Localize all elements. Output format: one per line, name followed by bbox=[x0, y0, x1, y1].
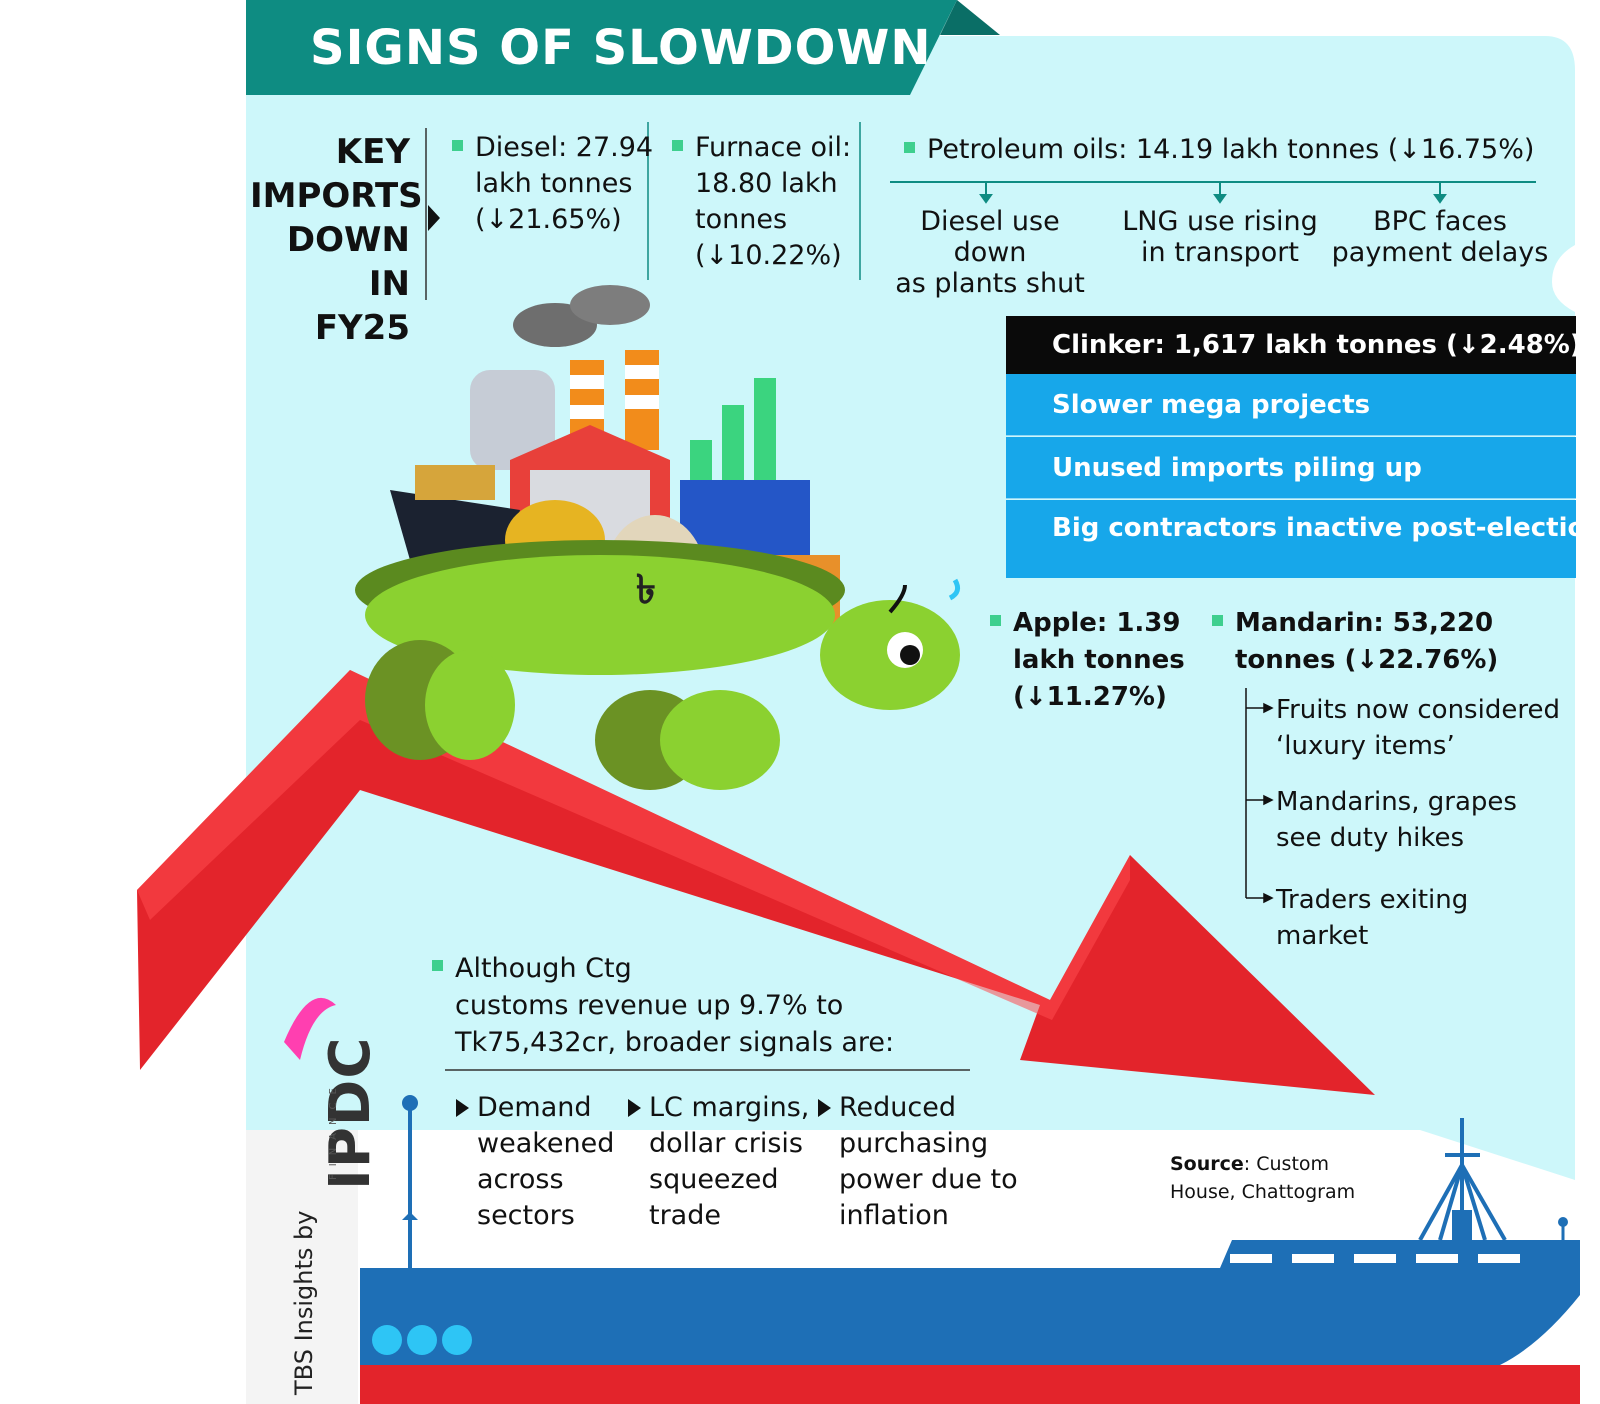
apple-stat: Apple: 1.39 lakh tonnes (↓11.27%) bbox=[990, 605, 1185, 716]
point-line: market bbox=[1276, 921, 1369, 951]
triangle-bullet-icon bbox=[818, 1099, 831, 1117]
petroleum-bracket-arrows bbox=[979, 182, 1447, 204]
point-line: Fruits now considered bbox=[1276, 695, 1560, 725]
cause-line: trade bbox=[649, 1200, 721, 1231]
stat-line: 18.80 lakh bbox=[695, 168, 838, 199]
petroleum-point: Diesel use down as plants shut bbox=[880, 206, 1100, 299]
pointer-triangle bbox=[428, 205, 440, 231]
taka-icon: ৳ bbox=[636, 567, 656, 613]
cause-line: dollar crisis bbox=[649, 1128, 803, 1159]
ship-deck-stripes bbox=[1230, 1254, 1520, 1263]
page-title: SIGNS OF SLOWDOWN bbox=[310, 20, 932, 76]
stat-line: Furnace oil: bbox=[695, 132, 852, 163]
stat-line: Mandarin: 53,220 bbox=[1235, 608, 1494, 638]
source-text: House, Chattogram bbox=[1170, 1181, 1356, 1203]
mandarin-point: Fruits now considered ‘luxury items’ bbox=[1276, 692, 1560, 764]
stat-line: lakh tonnes bbox=[1013, 645, 1185, 675]
mandarin-bracket bbox=[1245, 688, 1274, 904]
bullet-icon bbox=[452, 140, 463, 151]
title-banner bbox=[246, 0, 957, 95]
source-label: Source bbox=[1170, 1153, 1244, 1175]
cause-item: LC margins, dollar crisis squeezed trade bbox=[628, 1090, 809, 1234]
point-line: as plants shut bbox=[895, 268, 1085, 299]
bullet-icon bbox=[990, 615, 1001, 626]
bullet-icon bbox=[1212, 615, 1223, 626]
key-imports-label: KEY IMPORTS DOWN IN FY25 bbox=[250, 130, 423, 350]
point-line: Traders exiting bbox=[1276, 885, 1469, 915]
ship-crane bbox=[1418, 1118, 1507, 1241]
arrow-highlight bbox=[137, 670, 1130, 1020]
branding-text: TBS Insights by bbox=[290, 1210, 318, 1395]
key-line: DOWN IN bbox=[286, 220, 410, 304]
ship-portholes bbox=[372, 1325, 472, 1355]
petroleum-point: BPC faces payment delays bbox=[1330, 206, 1550, 268]
ctg-line: Tk75,432cr, broader signals are: bbox=[455, 1027, 895, 1058]
cause-line: sectors bbox=[477, 1200, 575, 1231]
stat-line: (↓10.22%) bbox=[695, 240, 842, 271]
key-line: IMPORTS bbox=[250, 176, 423, 216]
cause-line: squeezed bbox=[649, 1164, 779, 1195]
triangle-bullet-icon bbox=[456, 1099, 469, 1117]
point-line: Diesel use down bbox=[920, 206, 1060, 268]
bullet-icon bbox=[904, 142, 915, 153]
cause-line: LC margins, bbox=[649, 1092, 810, 1123]
triangle-bullet-icon bbox=[628, 1099, 641, 1117]
petroleum-heading: Petroleum oils: 14.19 lakh tonnes (↓16.7… bbox=[904, 132, 1534, 168]
ship-hull bbox=[360, 1240, 1580, 1365]
furnace-oil-stat: Furnace oil: 18.80 lakh tonnes (↓10.22%) bbox=[672, 130, 851, 274]
cause-line: Reduced bbox=[839, 1092, 957, 1123]
source-note: Source: Custom House, Chattogram bbox=[1170, 1150, 1355, 1206]
point-line: Mandarins, grapes bbox=[1276, 787, 1517, 817]
cause-line: power due to bbox=[839, 1164, 1018, 1195]
ship-cabin bbox=[1452, 1210, 1472, 1240]
key-line: FY25 bbox=[314, 308, 410, 348]
mandarin-stat: Mandarin: 53,220 tonnes (↓22.76%) bbox=[1212, 605, 1498, 679]
clinker-reason: Unused imports piling up bbox=[1006, 437, 1576, 499]
bullet-icon bbox=[432, 960, 443, 971]
mast-top bbox=[402, 1095, 418, 1111]
point-line: LNG use rising bbox=[1122, 206, 1318, 237]
ship-waterline bbox=[360, 1365, 1580, 1404]
cause-line: purchasing bbox=[839, 1128, 989, 1159]
stat-line: tonnes (↓22.76%) bbox=[1235, 645, 1499, 675]
petroleum-point: LNG use rising in transport bbox=[1110, 206, 1330, 268]
ship-bow-light bbox=[1558, 1217, 1568, 1227]
mandarin-point: Mandarins, grapes see duty hikes bbox=[1276, 784, 1517, 856]
banner-fold bbox=[940, 0, 1000, 35]
cause-line: weakened bbox=[477, 1128, 615, 1159]
point-line: BPC faces bbox=[1373, 206, 1507, 237]
point-line: in transport bbox=[1141, 237, 1299, 268]
point-line: payment delays bbox=[1331, 237, 1549, 268]
cause-item: Demand weakened across sectors bbox=[456, 1090, 614, 1234]
source-text: : Custom bbox=[1243, 1153, 1330, 1175]
diesel-stat: Diesel: 27.94 lakh tonnes (↓21.65%) bbox=[452, 130, 653, 238]
ctg-line: Although Ctg bbox=[455, 953, 632, 984]
clinker-reason: Slower mega projects bbox=[1006, 374, 1576, 436]
ctg-line: customs revenue up 9.7% to bbox=[455, 990, 844, 1021]
mast-flag bbox=[402, 1212, 418, 1220]
ctg-summary: Although Ctg customs revenue up 9.7% to … bbox=[432, 950, 894, 1061]
branding-strip bbox=[246, 1130, 358, 1404]
stat-line: tonnes bbox=[695, 204, 788, 235]
stat-line: lakh tonnes bbox=[475, 168, 633, 199]
point-line: see duty hikes bbox=[1276, 823, 1465, 853]
turtle-cargo-illustration bbox=[355, 285, 961, 790]
point-line: ‘luxury items’ bbox=[1276, 731, 1455, 761]
stat-line: (↓11.27%) bbox=[1013, 682, 1167, 712]
ipdc-logo-sub: FINANCE bbox=[328, 1080, 339, 1180]
stat-line: Diesel: 27.94 bbox=[475, 132, 654, 163]
cause-line: inflation bbox=[839, 1200, 949, 1231]
bullet-icon bbox=[672, 140, 683, 151]
cause-line: across bbox=[477, 1164, 564, 1195]
stat-line: Apple: 1.39 bbox=[1013, 608, 1181, 638]
logo-swoosh-icon bbox=[284, 997, 336, 1060]
stat-line: Petroleum oils: 14.19 lakh tonnes (↓16.7… bbox=[927, 134, 1535, 165]
mandarin-point: Traders exiting market bbox=[1276, 882, 1468, 954]
cause-item: Reduced purchasing power due to inflatio… bbox=[818, 1090, 1018, 1234]
cause-line: Demand bbox=[477, 1092, 592, 1123]
clinker-heading: Clinker: 1,617 lakh tonnes (↓2.48%) bbox=[1006, 316, 1582, 374]
key-line: KEY bbox=[335, 132, 410, 172]
stat-line: (↓21.65%) bbox=[475, 204, 622, 235]
clinker-reason: Big contractors inactive post-election bbox=[1006, 500, 1600, 578]
